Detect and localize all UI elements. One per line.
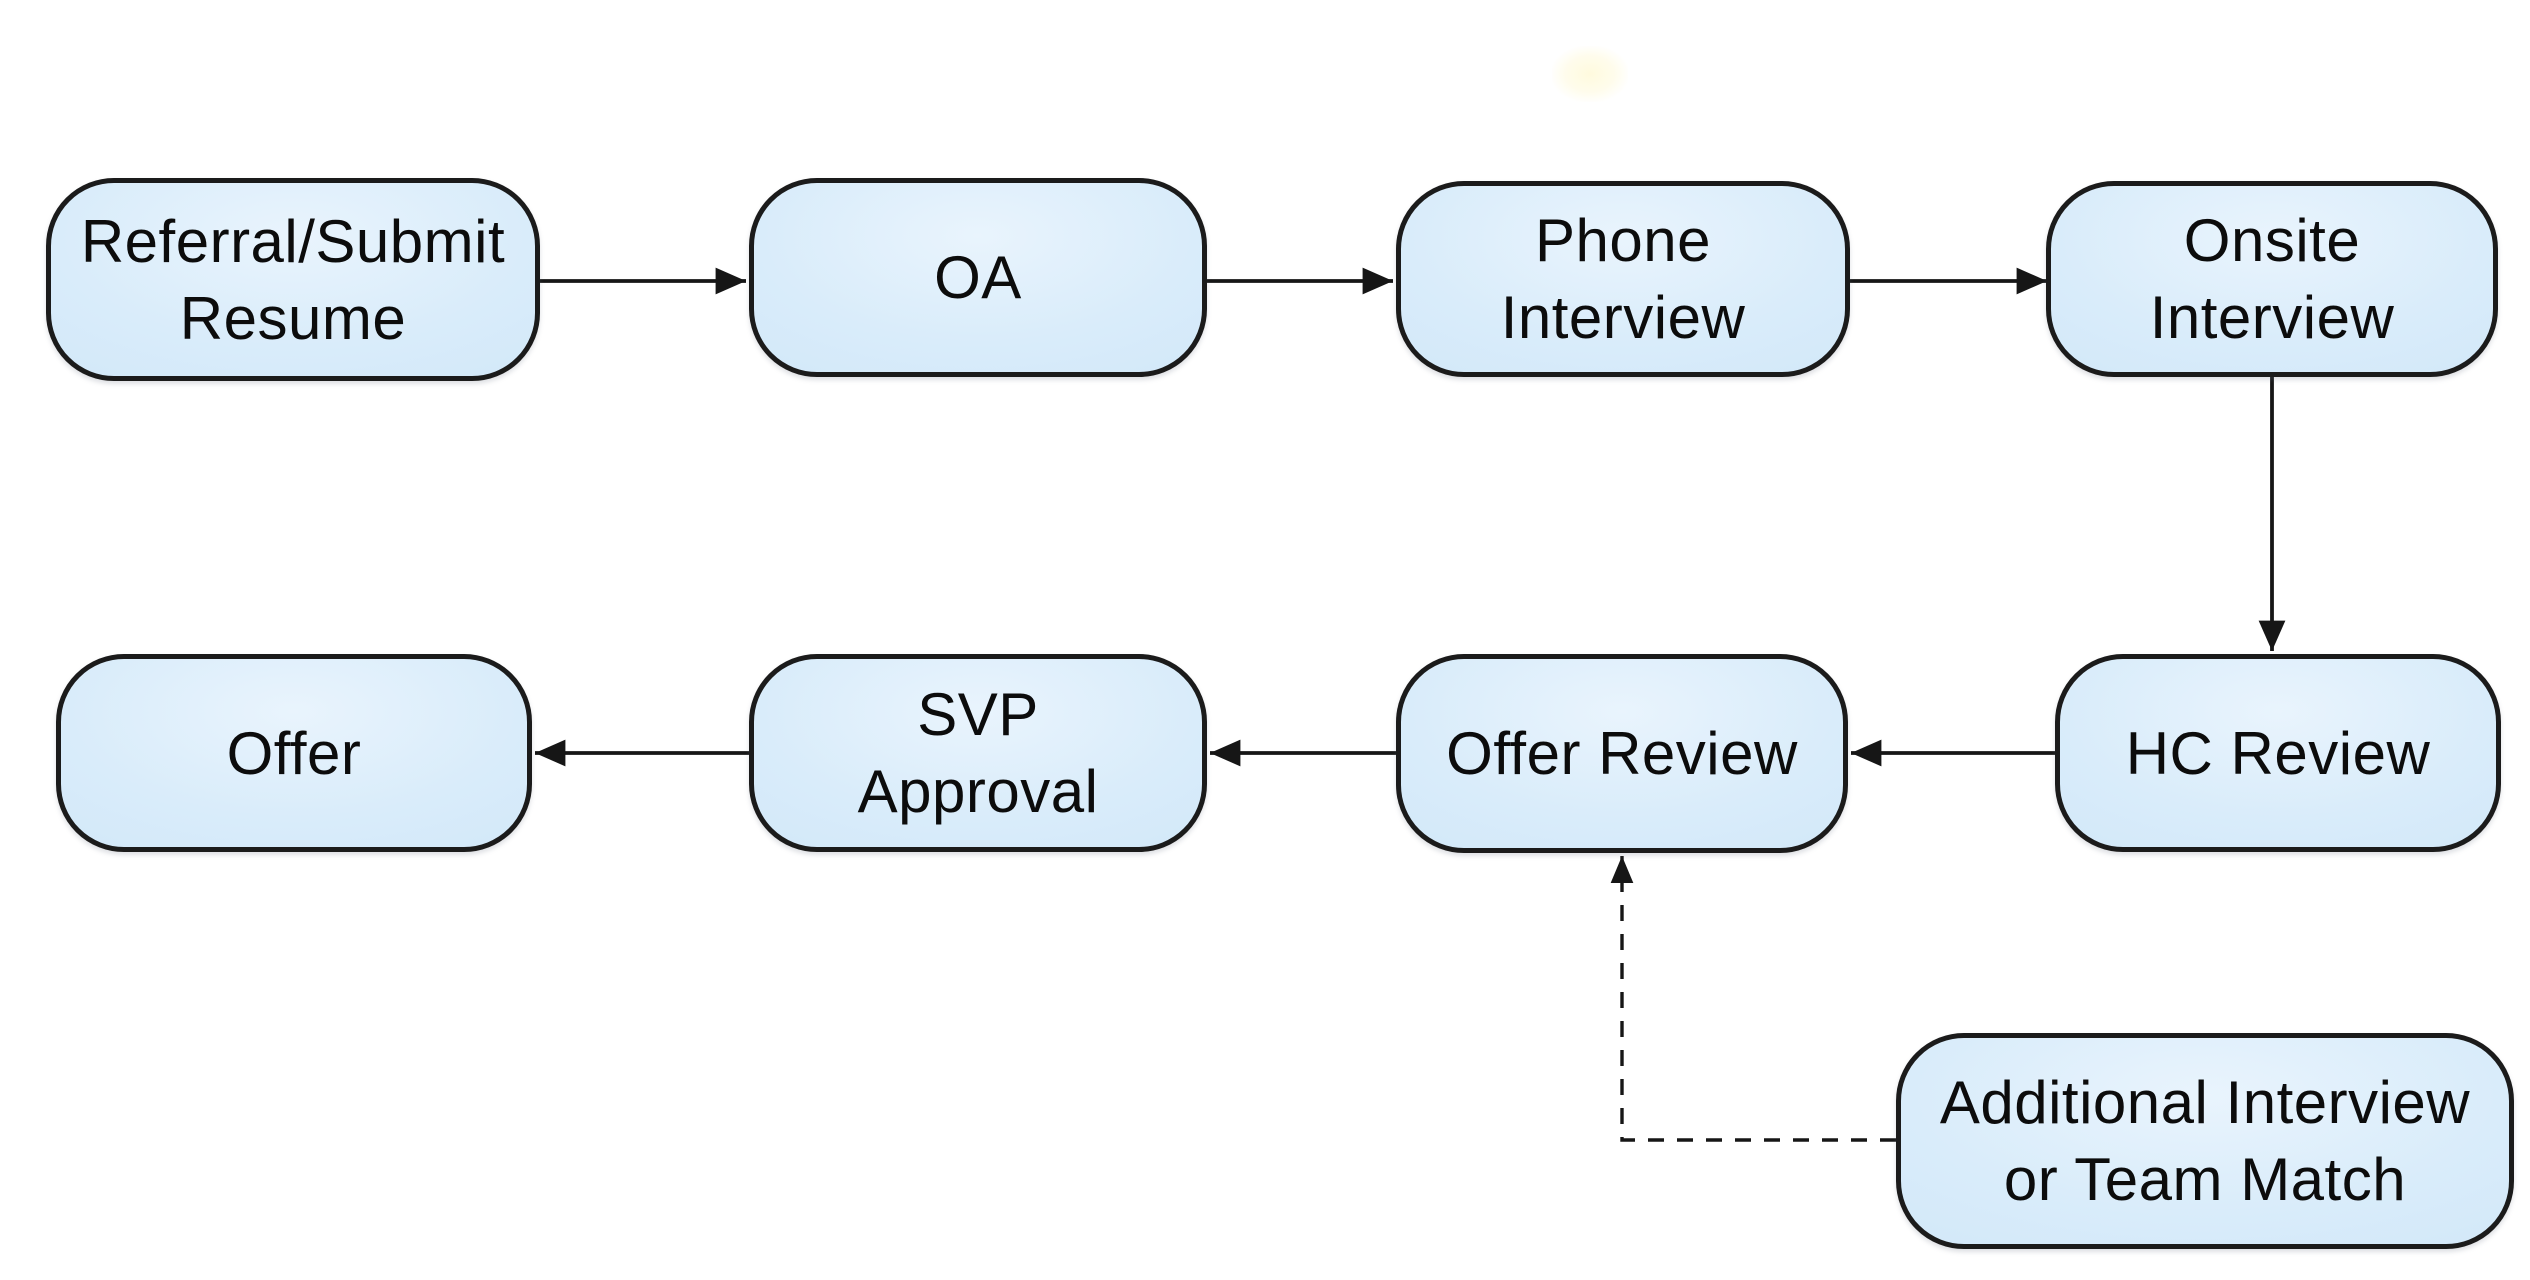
node-offer-review-label: Offer Review (1446, 720, 1798, 787)
node-phone-interview-label: Phone Interview (1500, 207, 1746, 351)
node-referral-submit-resume: Referral/Submit Resume (46, 178, 540, 381)
node-svp-approval: SVP Approval (749, 654, 1207, 852)
node-offer: Offer (56, 654, 532, 852)
node-oa-label: OA (934, 244, 1022, 311)
node-offer-review: Offer Review (1396, 654, 1848, 853)
node-additional-interview-or-team-match-label: Additional Interview or Team Match (1939, 1069, 2471, 1213)
node-onsite-interview-label: Onsite Interview (2149, 207, 2395, 351)
node-hc-review-label: HC Review (2125, 719, 2431, 787)
node-hc-review: HC Review (2055, 654, 2501, 852)
edge-additional-interview-to-offer-review (1610, 856, 1896, 1142)
node-onsite-interview: Onsite Interview (2046, 181, 2498, 377)
node-offer-label: Offer (226, 719, 362, 787)
node-phone-interview: Phone Interview (1396, 181, 1850, 377)
node-oa: OA (749, 178, 1207, 377)
node-referral-submit-resume-label: Referral/Submit Resume (80, 207, 506, 352)
node-additional-interview-or-team-match: Additional Interview or Team Match (1896, 1033, 2514, 1249)
node-svp-approval-label: SVP Approval (857, 681, 1099, 825)
